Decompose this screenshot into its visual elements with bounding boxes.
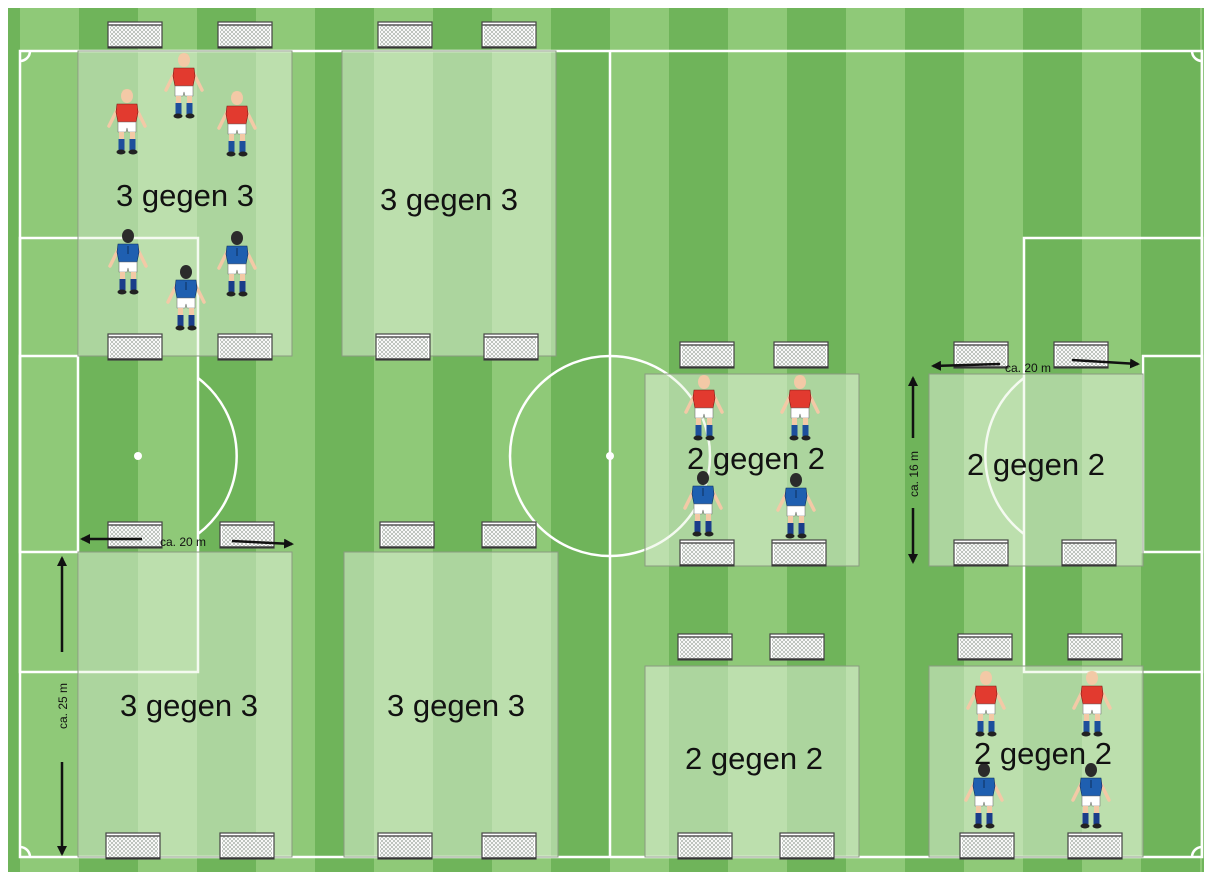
mini-goal-icon	[1054, 342, 1108, 368]
mini-goal-icon	[678, 833, 732, 859]
mini-goal-icon	[770, 634, 824, 660]
mini-goal-icon	[678, 634, 732, 660]
zone-label: 3 gegen 3	[380, 182, 518, 217]
mini-goal-icon	[108, 522, 162, 548]
mini-goal-icon	[1062, 540, 1116, 566]
measurement-width-2v2: ca. 20 m	[1005, 361, 1051, 375]
zone-label: 3 gegen 3	[116, 178, 254, 213]
mini-goal-icon	[482, 22, 536, 48]
mini-goal-icon	[378, 833, 432, 859]
mini-goal-icon	[1068, 634, 1122, 660]
mini-goal-icon	[1068, 833, 1122, 859]
mini-goal-icon	[958, 634, 1012, 660]
mini-goal-icon	[484, 334, 538, 360]
mini-goal-icon	[960, 833, 1014, 859]
mini-goal-icon	[482, 522, 536, 548]
measurement-length-3v3: ca. 25 m	[56, 683, 70, 729]
zone-label: 2 gegen 2	[685, 741, 823, 776]
mini-goal-icon	[482, 833, 536, 859]
mini-goal-icon	[780, 833, 834, 859]
measurement-width-3v3: ca. 20 m	[160, 535, 206, 549]
zone-label: 2 gegen 2	[687, 441, 825, 476]
mini-goal-icon	[772, 540, 826, 566]
mini-goal-icon	[680, 342, 734, 368]
mini-goal-icon	[108, 22, 162, 48]
measurement-length-2v2: ca. 16 m	[907, 451, 921, 497]
mini-goal-icon	[376, 334, 430, 360]
mini-goal-icon	[218, 22, 272, 48]
mini-goal-icon	[220, 833, 274, 859]
mini-goal-icon	[106, 833, 160, 859]
mini-goal-icon	[954, 540, 1008, 566]
mini-goal-icon	[774, 342, 828, 368]
mini-goal-icon	[680, 540, 734, 566]
mini-goal-icon	[220, 522, 274, 548]
mini-goal-icon	[108, 334, 162, 360]
centre-spot	[606, 452, 614, 460]
mini-goal-icon	[380, 522, 434, 548]
left-penalty-spot	[134, 452, 142, 460]
zone-label: 3 gegen 3	[387, 688, 525, 723]
zone-label: 2 gegen 2	[974, 736, 1112, 771]
zone-label: 2 gegen 2	[967, 447, 1105, 482]
grass-stripe	[20, 8, 79, 872]
mini-goal-icon	[218, 334, 272, 360]
zone-label: 3 gegen 3	[120, 688, 258, 723]
mini-goal-icon	[378, 22, 432, 48]
